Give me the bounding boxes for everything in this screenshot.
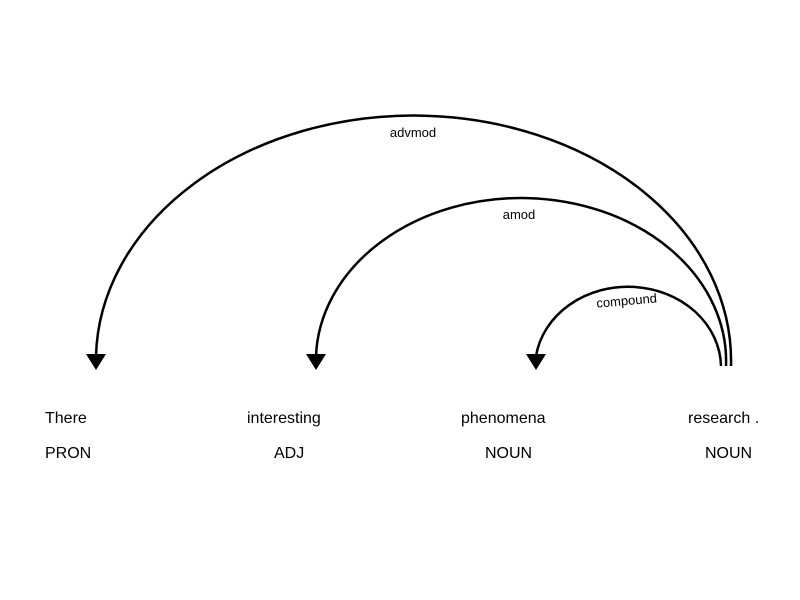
arc-compound-label: compound [596, 290, 658, 310]
token-1: interesting ADJ [247, 410, 321, 462]
arc-amod-path [314, 196, 728, 367]
arc-advmod: advmod [86, 114, 733, 370]
token-2-word: phenomena [461, 410, 546, 427]
arc-compound-path [534, 285, 723, 367]
token-3-word: research . [688, 410, 759, 427]
token-0-word: There [45, 410, 87, 427]
arc-amod-arrowhead [306, 354, 326, 370]
token-1-tag: ADJ [274, 445, 304, 462]
arc-amod: amod [306, 196, 728, 370]
token-2: phenomena NOUN [461, 410, 546, 462]
token-3-tag: NOUN [705, 445, 752, 462]
token-2-tag: NOUN [485, 445, 532, 462]
arc-advmod-label: advmod [390, 125, 436, 140]
token-0-tag: PRON [45, 445, 91, 462]
arc-advmod-arrowhead [86, 354, 106, 370]
token-0: There PRON [45, 410, 91, 462]
arc-amod-label: amod [503, 207, 536, 222]
token-3: research . NOUN [688, 410, 759, 462]
arc-advmod-path [94, 114, 733, 367]
arc-compound-arrowhead [526, 354, 546, 370]
token-1-word: interesting [247, 410, 321, 427]
arc-compound: compound [526, 285, 723, 370]
